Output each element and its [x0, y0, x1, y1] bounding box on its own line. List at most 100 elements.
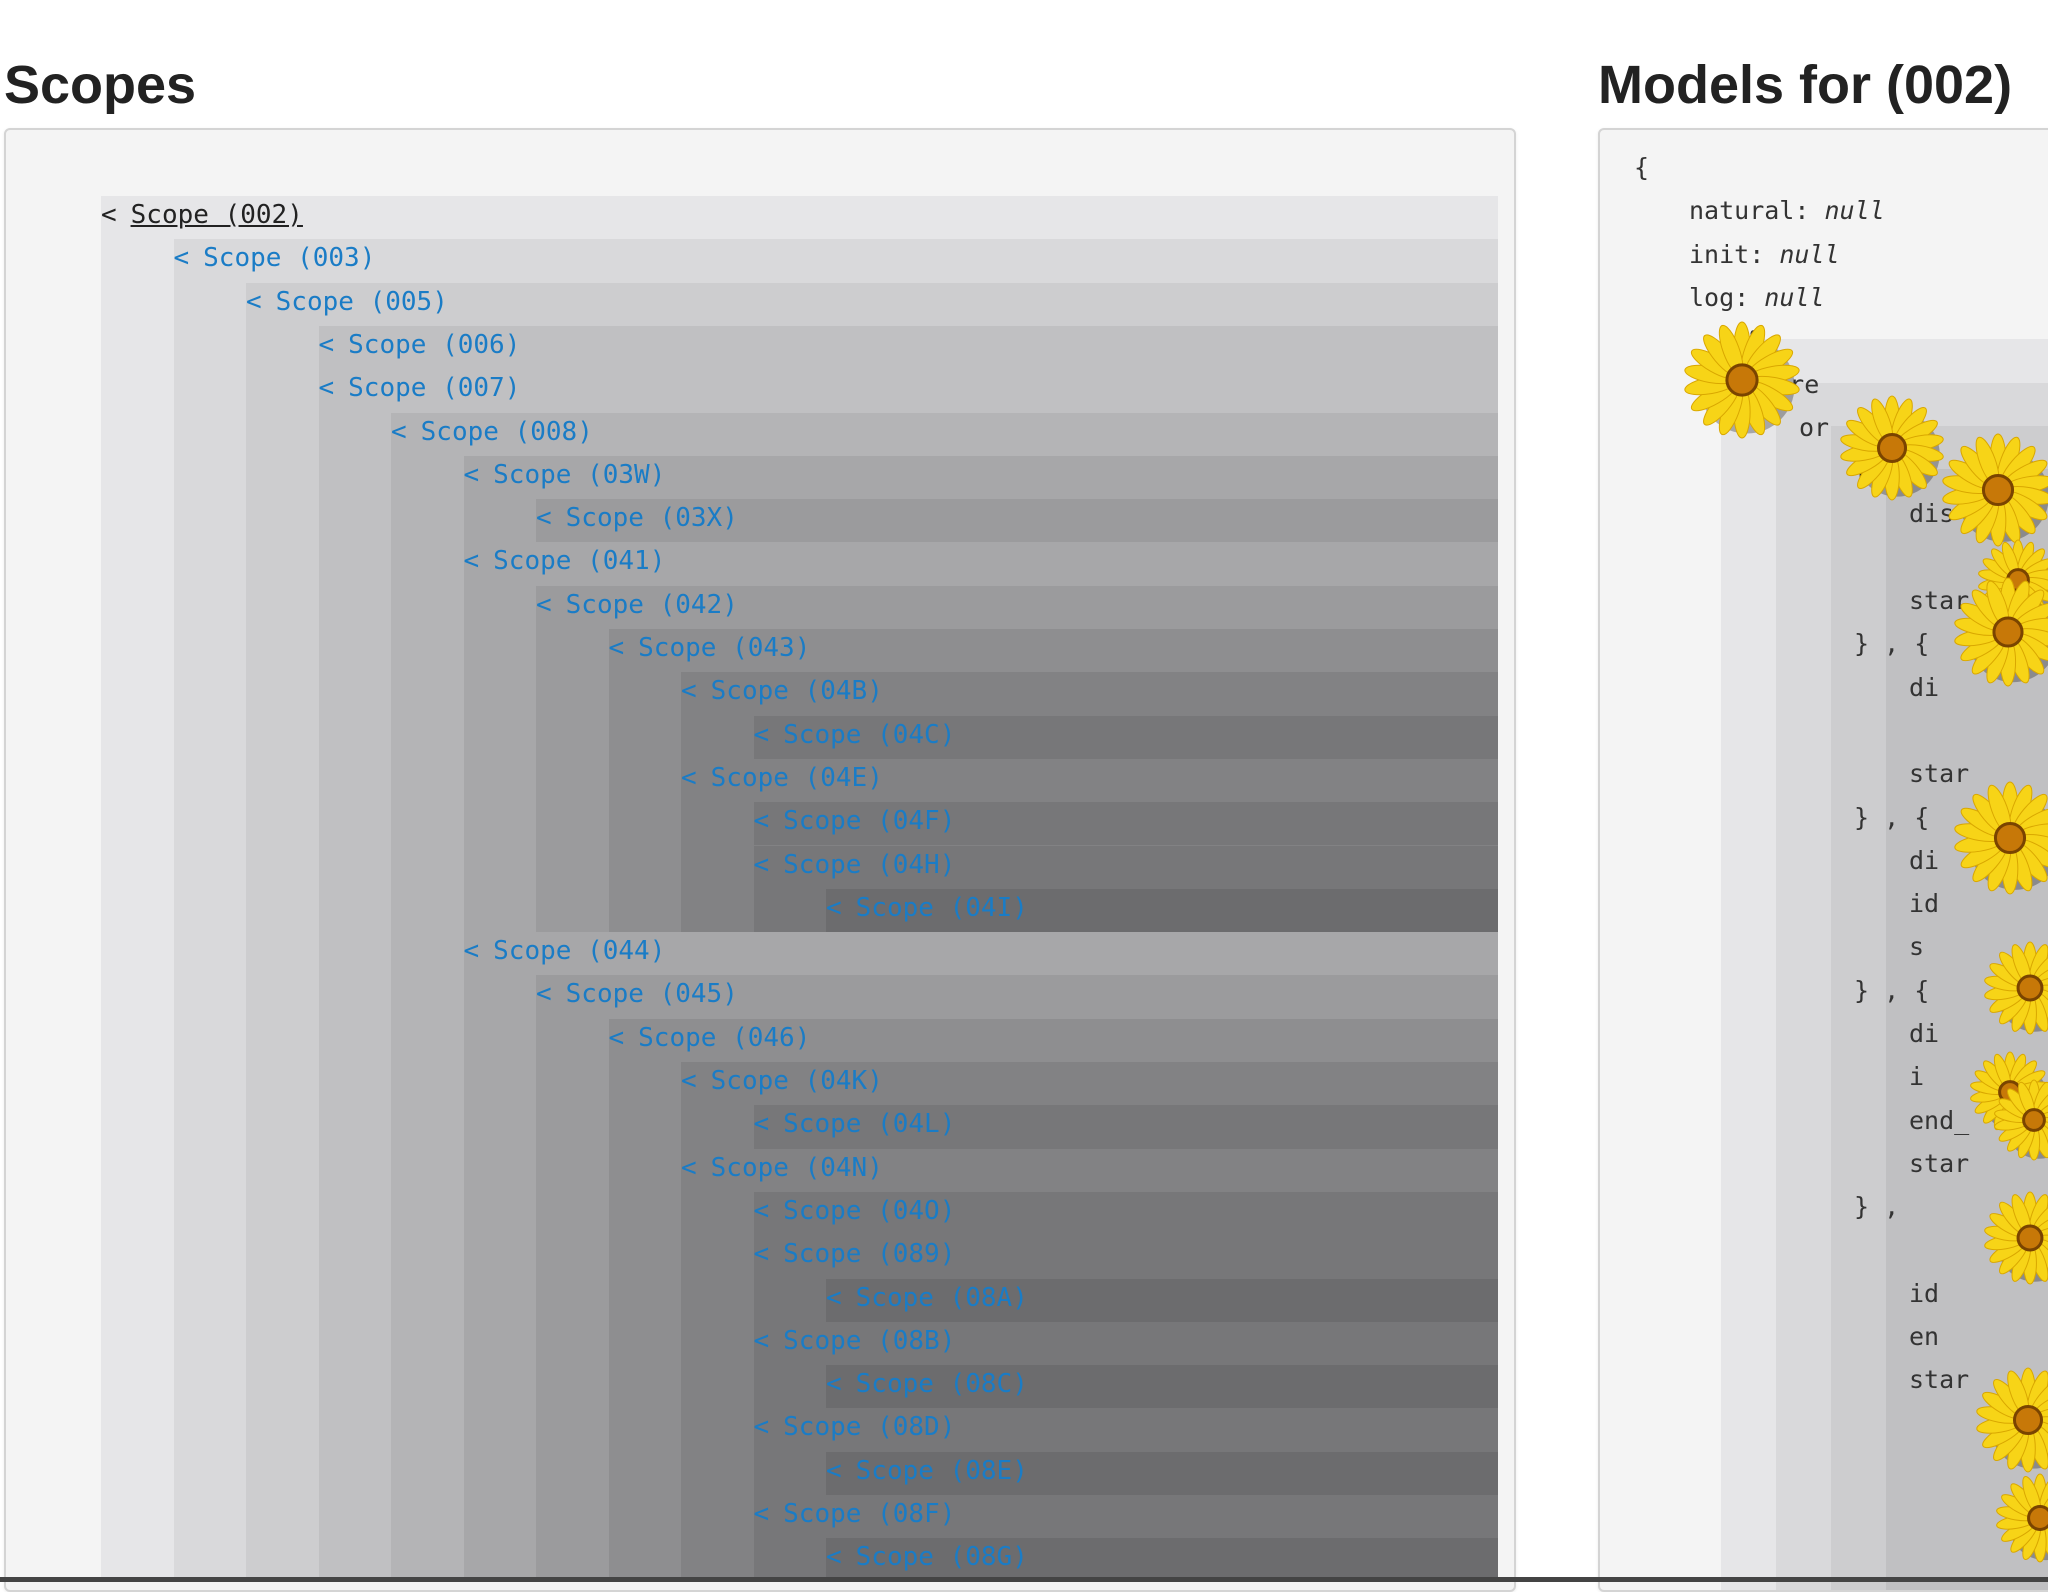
scope-tree-item: <Scope (045): [536, 973, 738, 1016]
scope-link[interactable]: <Scope (089): [754, 1239, 956, 1269]
scope-link[interactable]: <Scope (042): [536, 590, 738, 620]
collapse-caret-icon[interactable]: <: [463, 936, 480, 967]
scope-tree-item: <Scope (006): [319, 324, 521, 367]
scope-link[interactable]: <Scope (04L): [754, 1109, 956, 1139]
collapse-caret-icon[interactable]: <: [318, 329, 335, 360]
scope-tree-item: <Scope (08A): [826, 1277, 1028, 1320]
json-line: } , {: [1854, 796, 1929, 839]
collapse-caret-icon[interactable]: <: [826, 892, 842, 923]
scope-nest-block: [826, 888, 1498, 933]
collapse-caret-icon[interactable]: <: [826, 1369, 842, 1400]
collapse-caret-icon[interactable]: <: [101, 200, 117, 230]
scope-link[interactable]: <Scope (005): [246, 287, 448, 317]
scope-tree-item: <Scope (042): [536, 584, 738, 627]
json-line: {: [1634, 146, 1649, 189]
collapse-caret-icon[interactable]: <: [536, 589, 552, 620]
json-line: en: [1909, 1315, 1939, 1358]
scope-link[interactable]: <Scope (044): [464, 936, 666, 966]
scope-label: Scope (04F): [783, 806, 956, 837]
scope-link[interactable]: <Scope (08F): [754, 1499, 956, 1529]
scope-link[interactable]: <Scope (08D): [754, 1412, 956, 1442]
scope-link[interactable]: <Scope (04E): [681, 763, 883, 793]
json-key: star: [1909, 759, 1970, 789]
scope-link[interactable]: <Scope (04B): [681, 676, 883, 706]
json-line: di: [1909, 666, 1939, 709]
collapse-caret-icon[interactable]: <: [536, 979, 552, 1010]
json-line: star: [1909, 1142, 1969, 1185]
json-line: id: [1909, 882, 1939, 925]
collapse-caret-icon[interactable]: <: [681, 1066, 697, 1096]
scope-link[interactable]: < Scope (007): [319, 373, 521, 403]
scope-nest-block: [753, 715, 1498, 759]
json-line: {: [1744, 319, 1759, 362]
scope-link[interactable]: <Scope (03X): [536, 503, 738, 533]
json-key: s: [1909, 932, 1925, 962]
collapse-caret-icon[interactable]: <: [753, 806, 770, 837]
json-key: di: [1909, 672, 1940, 702]
collapse-caret-icon[interactable]: <: [753, 849, 770, 880]
scope-label: Scope (04N): [710, 1152, 883, 1183]
collapse-caret-icon[interactable]: <: [826, 1282, 842, 1313]
scope-link[interactable]: <Scope (08G): [826, 1542, 1028, 1572]
collapse-caret-icon[interactable]: <: [536, 503, 552, 534]
scope-label: Scope (007): [348, 373, 521, 404]
collapse-caret-icon[interactable]: <: [608, 633, 625, 663]
scope-link[interactable]: <Scope (04H): [754, 850, 956, 880]
collapse-caret-icon[interactable]: <: [753, 1499, 770, 1529]
collapse-caret-icon[interactable]: <: [391, 416, 407, 447]
scope-tree-item: < Scope (04F): [754, 800, 956, 843]
scope-tree-item: <Scope (04L): [754, 1103, 956, 1146]
scope-link[interactable]: < Scope (04K): [681, 1066, 883, 1096]
json-line: id: [1909, 1272, 1939, 1315]
scope-link[interactable]: <Scope (008): [391, 417, 593, 447]
scope-link[interactable]: <Scope (041): [464, 546, 666, 576]
scope-tree-item: <Scope (089): [754, 1233, 956, 1276]
collapse-caret-icon[interactable]: <: [753, 1239, 770, 1270]
scope-link[interactable]: <Scope (08B): [754, 1326, 956, 1356]
collapse-caret-icon[interactable]: <: [608, 1022, 625, 1053]
collapse-caret-icon[interactable]: <: [681, 762, 697, 793]
collapse-caret-icon[interactable]: <: [826, 1542, 842, 1573]
scope-link[interactable]: <Scope (08C): [826, 1369, 1028, 1399]
json-line: i: [1909, 1055, 1924, 1098]
scope-link[interactable]: <Scope (043): [609, 633, 811, 663]
scope-link[interactable]: <Scope (046): [609, 1023, 811, 1053]
collapse-caret-icon[interactable]: <: [753, 1109, 770, 1140]
scope-link[interactable]: < Scope (04O): [754, 1196, 956, 1226]
collapse-caret-icon[interactable]: <: [246, 286, 262, 317]
collapse-caret-icon[interactable]: <: [173, 243, 190, 274]
json-line: } , {: [1854, 969, 1929, 1012]
scope-link[interactable]: < Scope (08E): [826, 1456, 1028, 1486]
json-key: {: [1744, 326, 1760, 356]
scope-link[interactable]: < Scope (04F): [754, 806, 956, 836]
scope-link[interactable]: <Scope (08A): [826, 1283, 1028, 1313]
collapse-caret-icon[interactable]: <: [753, 719, 770, 750]
collapse-caret-icon[interactable]: <: [318, 373, 335, 404]
models-heading: Models for (002): [1598, 55, 2013, 115]
scope-label: Scope (04O): [783, 1195, 956, 1226]
collapse-caret-icon[interactable]: <: [826, 1455, 842, 1486]
collapse-caret-icon[interactable]: <: [753, 1412, 770, 1443]
scope-label: Scope (04K): [710, 1066, 883, 1096]
scope-nest-block: [753, 1105, 1498, 1149]
collapse-caret-icon[interactable]: <: [681, 676, 697, 707]
collapse-caret-icon[interactable]: <: [463, 546, 480, 577]
scope-link-active[interactable]: <Scope (002): [101, 200, 303, 230]
collapse-caret-icon[interactable]: <: [681, 1152, 697, 1183]
scope-link[interactable]: <Scope (045): [536, 979, 738, 1009]
json-key: star: [1909, 1148, 1970, 1178]
scope-link[interactable]: < Scope (04N): [681, 1153, 883, 1183]
scope-link[interactable]: <Scope (03W): [464, 460, 666, 490]
scope-link[interactable]: <Scope (006): [319, 330, 521, 360]
collapse-caret-icon[interactable]: <: [753, 1195, 770, 1226]
json-key: {: [1634, 153, 1650, 182]
scope-link[interactable]: <Scope (04I): [826, 893, 1028, 923]
scope-link[interactable]: <Scope (003): [174, 243, 376, 273]
collapse-caret-icon[interactable]: <: [753, 1325, 770, 1356]
json-line: star: [1909, 1358, 1969, 1401]
collapse-caret-icon[interactable]: <: [463, 459, 480, 490]
scope-tree-item: < Scope (04O): [754, 1190, 956, 1233]
scope-link[interactable]: <Scope (04C): [754, 720, 956, 750]
scope-label: Scope (08E): [855, 1455, 1028, 1486]
scope-tree-item: <Scope (003): [174, 237, 376, 280]
